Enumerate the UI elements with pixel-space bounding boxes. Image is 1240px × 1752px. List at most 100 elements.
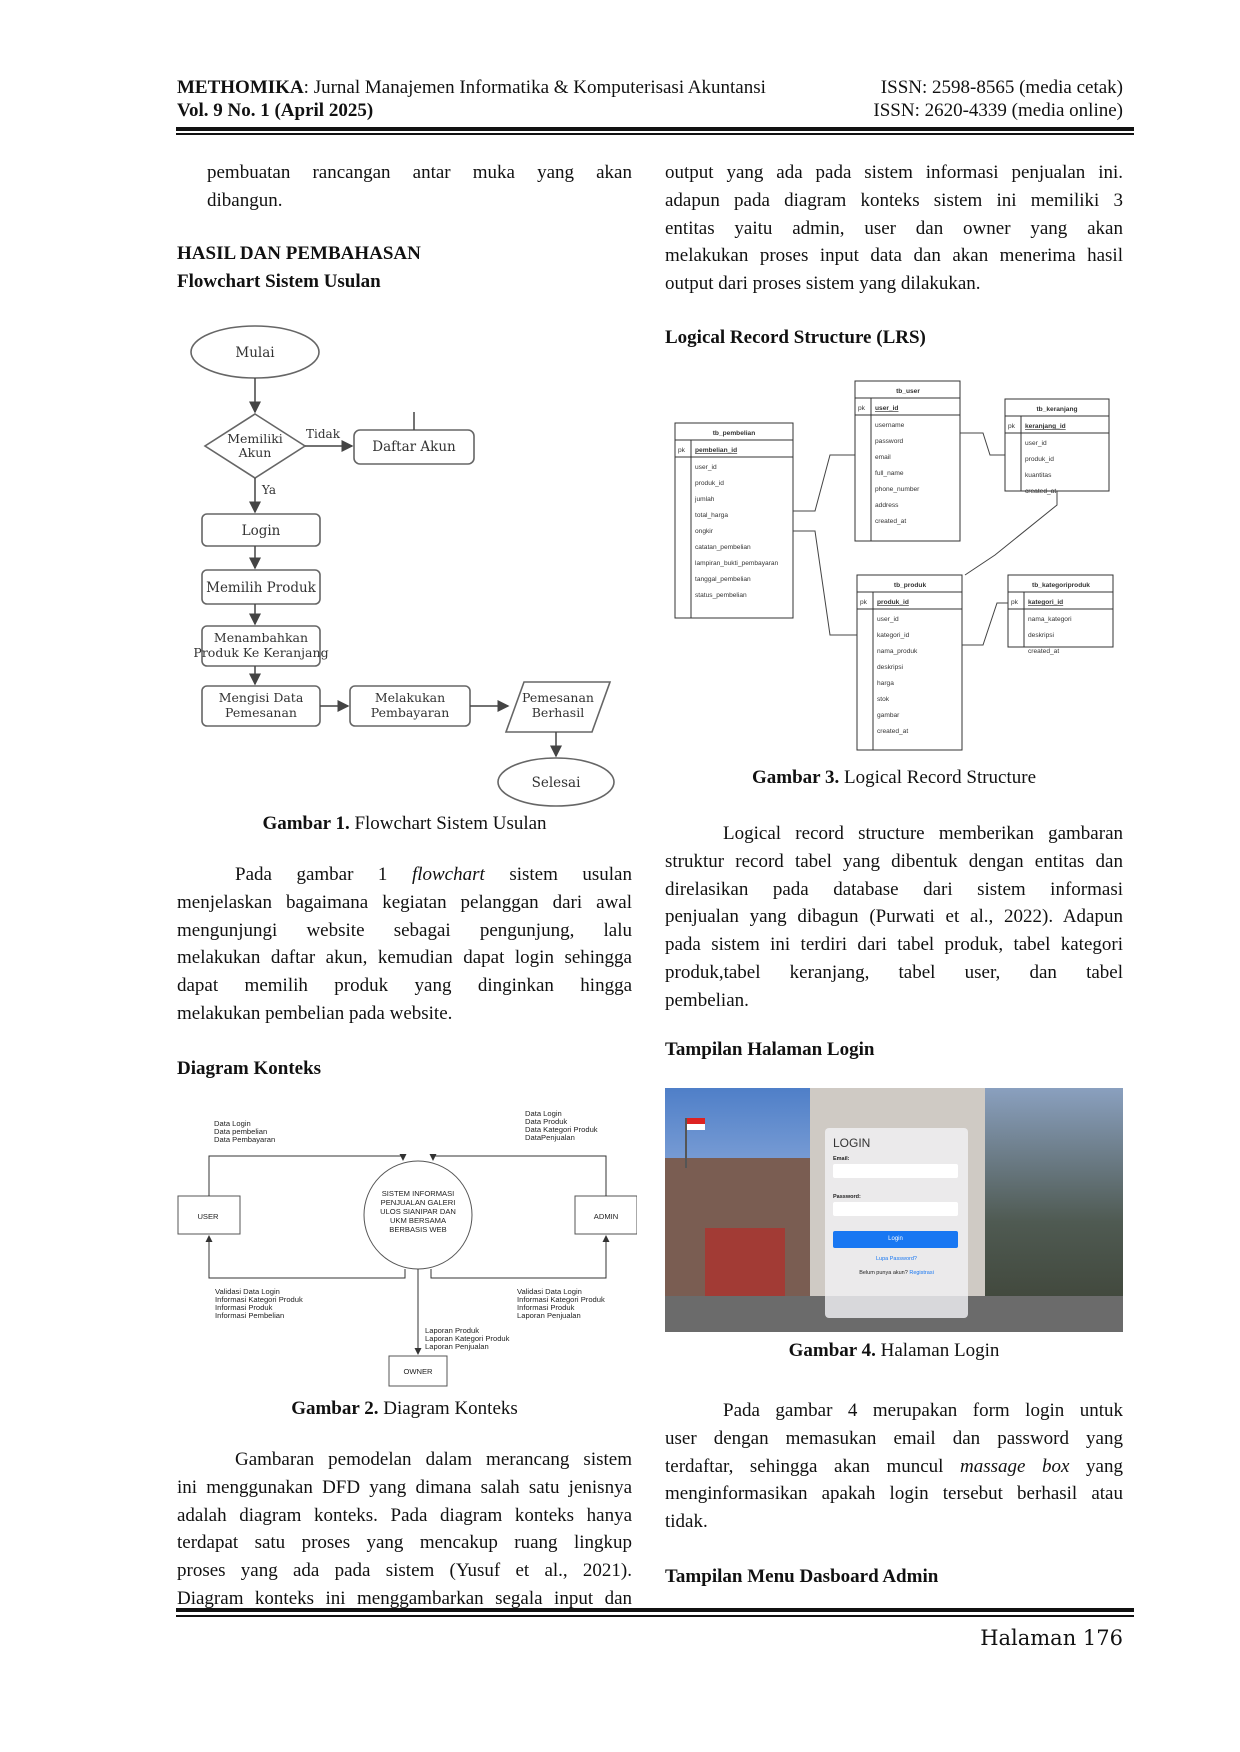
- text-line: direlasikan pada database dari sistem in…: [665, 878, 1123, 900]
- text-line: Diagram konteks ini menggambarkan segala…: [177, 1587, 632, 1609]
- email-label: Email:: [833, 1156, 850, 1162]
- ctx-process-line: UKM BERSAMA: [390, 1216, 447, 1225]
- ctx-process-line: SISTEM INFORMASI: [382, 1189, 455, 1198]
- table-name: tb_pembelian: [713, 430, 756, 437]
- choose-product-box: [201, 569, 321, 605]
- pk-label: pk: [858, 405, 866, 412]
- left-intro-paragraph: pembuatan rancangan antar muka yang akan…: [207, 159, 632, 215]
- figure-4-caption: Gambar 4. Halaman Login: [665, 1340, 1123, 1362]
- right-paragraph-1: Logical record structure memberikan gamb…: [665, 820, 1123, 1015]
- fc-pay-line1: Melakukan: [375, 690, 445, 705]
- lrs-field: user_id: [1025, 440, 1047, 447]
- fc-decision-line2: Akun: [238, 445, 272, 460]
- relation-line: [793, 530, 857, 636]
- tb-user-table: [854, 380, 961, 542]
- lrs-field: deskripsi: [1028, 632, 1055, 639]
- text-line: user dengan memasukan email dan password…: [665, 1427, 1123, 1449]
- journal-name: METHOMIKA: [177, 77, 304, 98]
- text-line: struktur record tabel yang dibentuk deng…: [665, 850, 1123, 872]
- text-line: melakukan pembelian pada website.: [177, 1002, 453, 1024]
- text-line: menginformasikan apakah login tersebut b…: [665, 1483, 1123, 1505]
- subheading-login: Tampilan Halaman Login: [665, 1039, 875, 1060]
- ctx-flow-label: DataPenjualan: [525, 1133, 575, 1142]
- building-right: [985, 1088, 1123, 1332]
- flag-red: [687, 1118, 705, 1124]
- lrs-field: created_at: [1028, 648, 1059, 655]
- fc-success-line1: Pemesanan: [522, 690, 594, 705]
- lrs-field: stok: [877, 696, 890, 703]
- ctx-flow-label: Data Kategori Produk: [525, 1125, 598, 1134]
- relation-line: [962, 602, 1008, 646]
- caption-title: Flowchart Sistem Usulan: [349, 813, 547, 834]
- fc-fill-line2: Pemesanan: [225, 705, 297, 720]
- text-line: pembuatan rancangan antar muka yang akan: [207, 162, 632, 183]
- fc-pay-line2: Pembayaran: [371, 705, 450, 720]
- figure-3-caption: Gambar 3. Logical Record Structure: [665, 767, 1123, 789]
- ctx-process-line: BERBASIS WEB: [389, 1225, 446, 1234]
- email-field[interactable]: [833, 1164, 958, 1178]
- table-name: tb_user: [896, 388, 920, 395]
- header-rule-thick: [176, 127, 1134, 131]
- password-field[interactable]: [833, 1202, 958, 1216]
- text-line: output dari proses sistem yang dilakukan…: [665, 273, 981, 295]
- right-paragraph-2: Pada gambar 4 merupakan form login untuk…: [665, 1397, 1123, 1536]
- text-line: penjualan yang dibagun (Purwati et al., …: [665, 906, 1123, 928]
- caption-label: Gambar 3.: [751, 767, 840, 788]
- fc-end-label: Selesai: [532, 775, 582, 791]
- lrs-field: address: [875, 502, 899, 509]
- text-line: proses yang ada pada sistem (Yusuf et al…: [177, 1560, 632, 1582]
- ctx-admin-label: ADMIN: [594, 1212, 618, 1221]
- flowchart-figure: Mulai Memiliki Akun Tidak Ya Daftar Akun…: [190, 325, 615, 807]
- flag-white: [687, 1124, 705, 1130]
- lrs-field: full_name: [875, 470, 904, 477]
- lrs-field: harga: [877, 680, 894, 687]
- left-paragraph-1: Pada gambar 1 flowchart sistem usulan me…: [177, 861, 632, 1028]
- journal-title: METHOMIKA: Jurnal Manajemen Informatika …: [177, 76, 766, 99]
- lrs-field: lampiran_bukti_pembayaran: [695, 560, 779, 567]
- key-field: keranjang_id: [1025, 423, 1066, 430]
- text-line: Pada gambar 1 flowchart sistem usulan: [235, 864, 632, 885]
- text-line: produk,tabel keranjang, tabel user, dan …: [665, 961, 1123, 983]
- ctx-user-label: USER: [197, 1212, 219, 1221]
- section-heading: HASIL DAN PEMBAHASAN: [177, 243, 421, 264]
- text-line: dapat memilih produk yang dinginkan hing…: [177, 975, 632, 997]
- tb-pembelian-table: [674, 422, 794, 619]
- lrs-field: gambar: [877, 712, 900, 719]
- lrs-field: created_at: [875, 518, 906, 525]
- ctx-flow-label: Data pembelian: [214, 1127, 267, 1136]
- relation-line: [960, 432, 1005, 456]
- relation-line: [793, 454, 855, 512]
- subheading-lrs: Logical Record Structure (LRS): [665, 327, 926, 348]
- table-name: tb_kategoriproduk: [1032, 582, 1090, 589]
- login-card: LOGIN Email: Password: Login Lupa Passwo…: [825, 1128, 968, 1318]
- ctx-flow-label: Informasi Kategori Produk: [517, 1295, 605, 1304]
- ctx-flow-label: Laporan Produk: [425, 1326, 479, 1335]
- table-name: tb_keranjang: [1036, 406, 1077, 413]
- caption-title: Logical Record Structure: [839, 767, 1037, 788]
- login-screenshot: LOGIN Email: Password: Login Lupa Passwo…: [665, 1088, 1123, 1332]
- login-button[interactable]: Login: [833, 1231, 958, 1248]
- footer-rule-thin: [176, 1615, 1134, 1617]
- lrs-field: user_id: [695, 464, 717, 471]
- ctx-flow-label: Informasi Produk: [517, 1303, 575, 1312]
- ctx-flow-label: Laporan Penjualan: [517, 1311, 581, 1320]
- context-diagram: USER ADMIN OWNER SISTEM INFORMASI PENJUA…: [177, 1109, 637, 1387]
- subheading-flowchart: Flowchart Sistem Usulan: [177, 271, 381, 292]
- key-field: produk_id: [877, 599, 909, 606]
- issn-print: ISSN: 2598-8565 (media cetak): [880, 77, 1123, 98]
- lrs-field: tanggal_pembelian: [695, 576, 751, 583]
- figure-1-caption: Gambar 1. Flowchart Sistem Usulan: [177, 813, 632, 835]
- caption-label: Gambar 4.: [788, 1340, 876, 1361]
- ctx-flow-label: Validasi Data Login: [517, 1287, 582, 1296]
- caption-label: Gambar 2.: [291, 1398, 379, 1419]
- ctx-flow-label: Laporan Kategori Produk: [425, 1334, 510, 1343]
- fc-fill-line1: Mengisi Data: [219, 690, 304, 705]
- text-line: mengunjungi website sebagai pengunjung, …: [177, 919, 632, 941]
- ctx-owner-label: OWNER: [403, 1367, 433, 1376]
- ctx-flow-label: Informasi Kategori Produk: [215, 1295, 303, 1304]
- order-success-parallelogram: [504, 681, 612, 733]
- register-link[interactable]: Registrasi: [909, 1270, 934, 1276]
- text-line: tidak.: [665, 1511, 708, 1533]
- forgot-password-link[interactable]: Lupa Password?: [876, 1256, 917, 1262]
- add-to-cart-box: [201, 625, 321, 667]
